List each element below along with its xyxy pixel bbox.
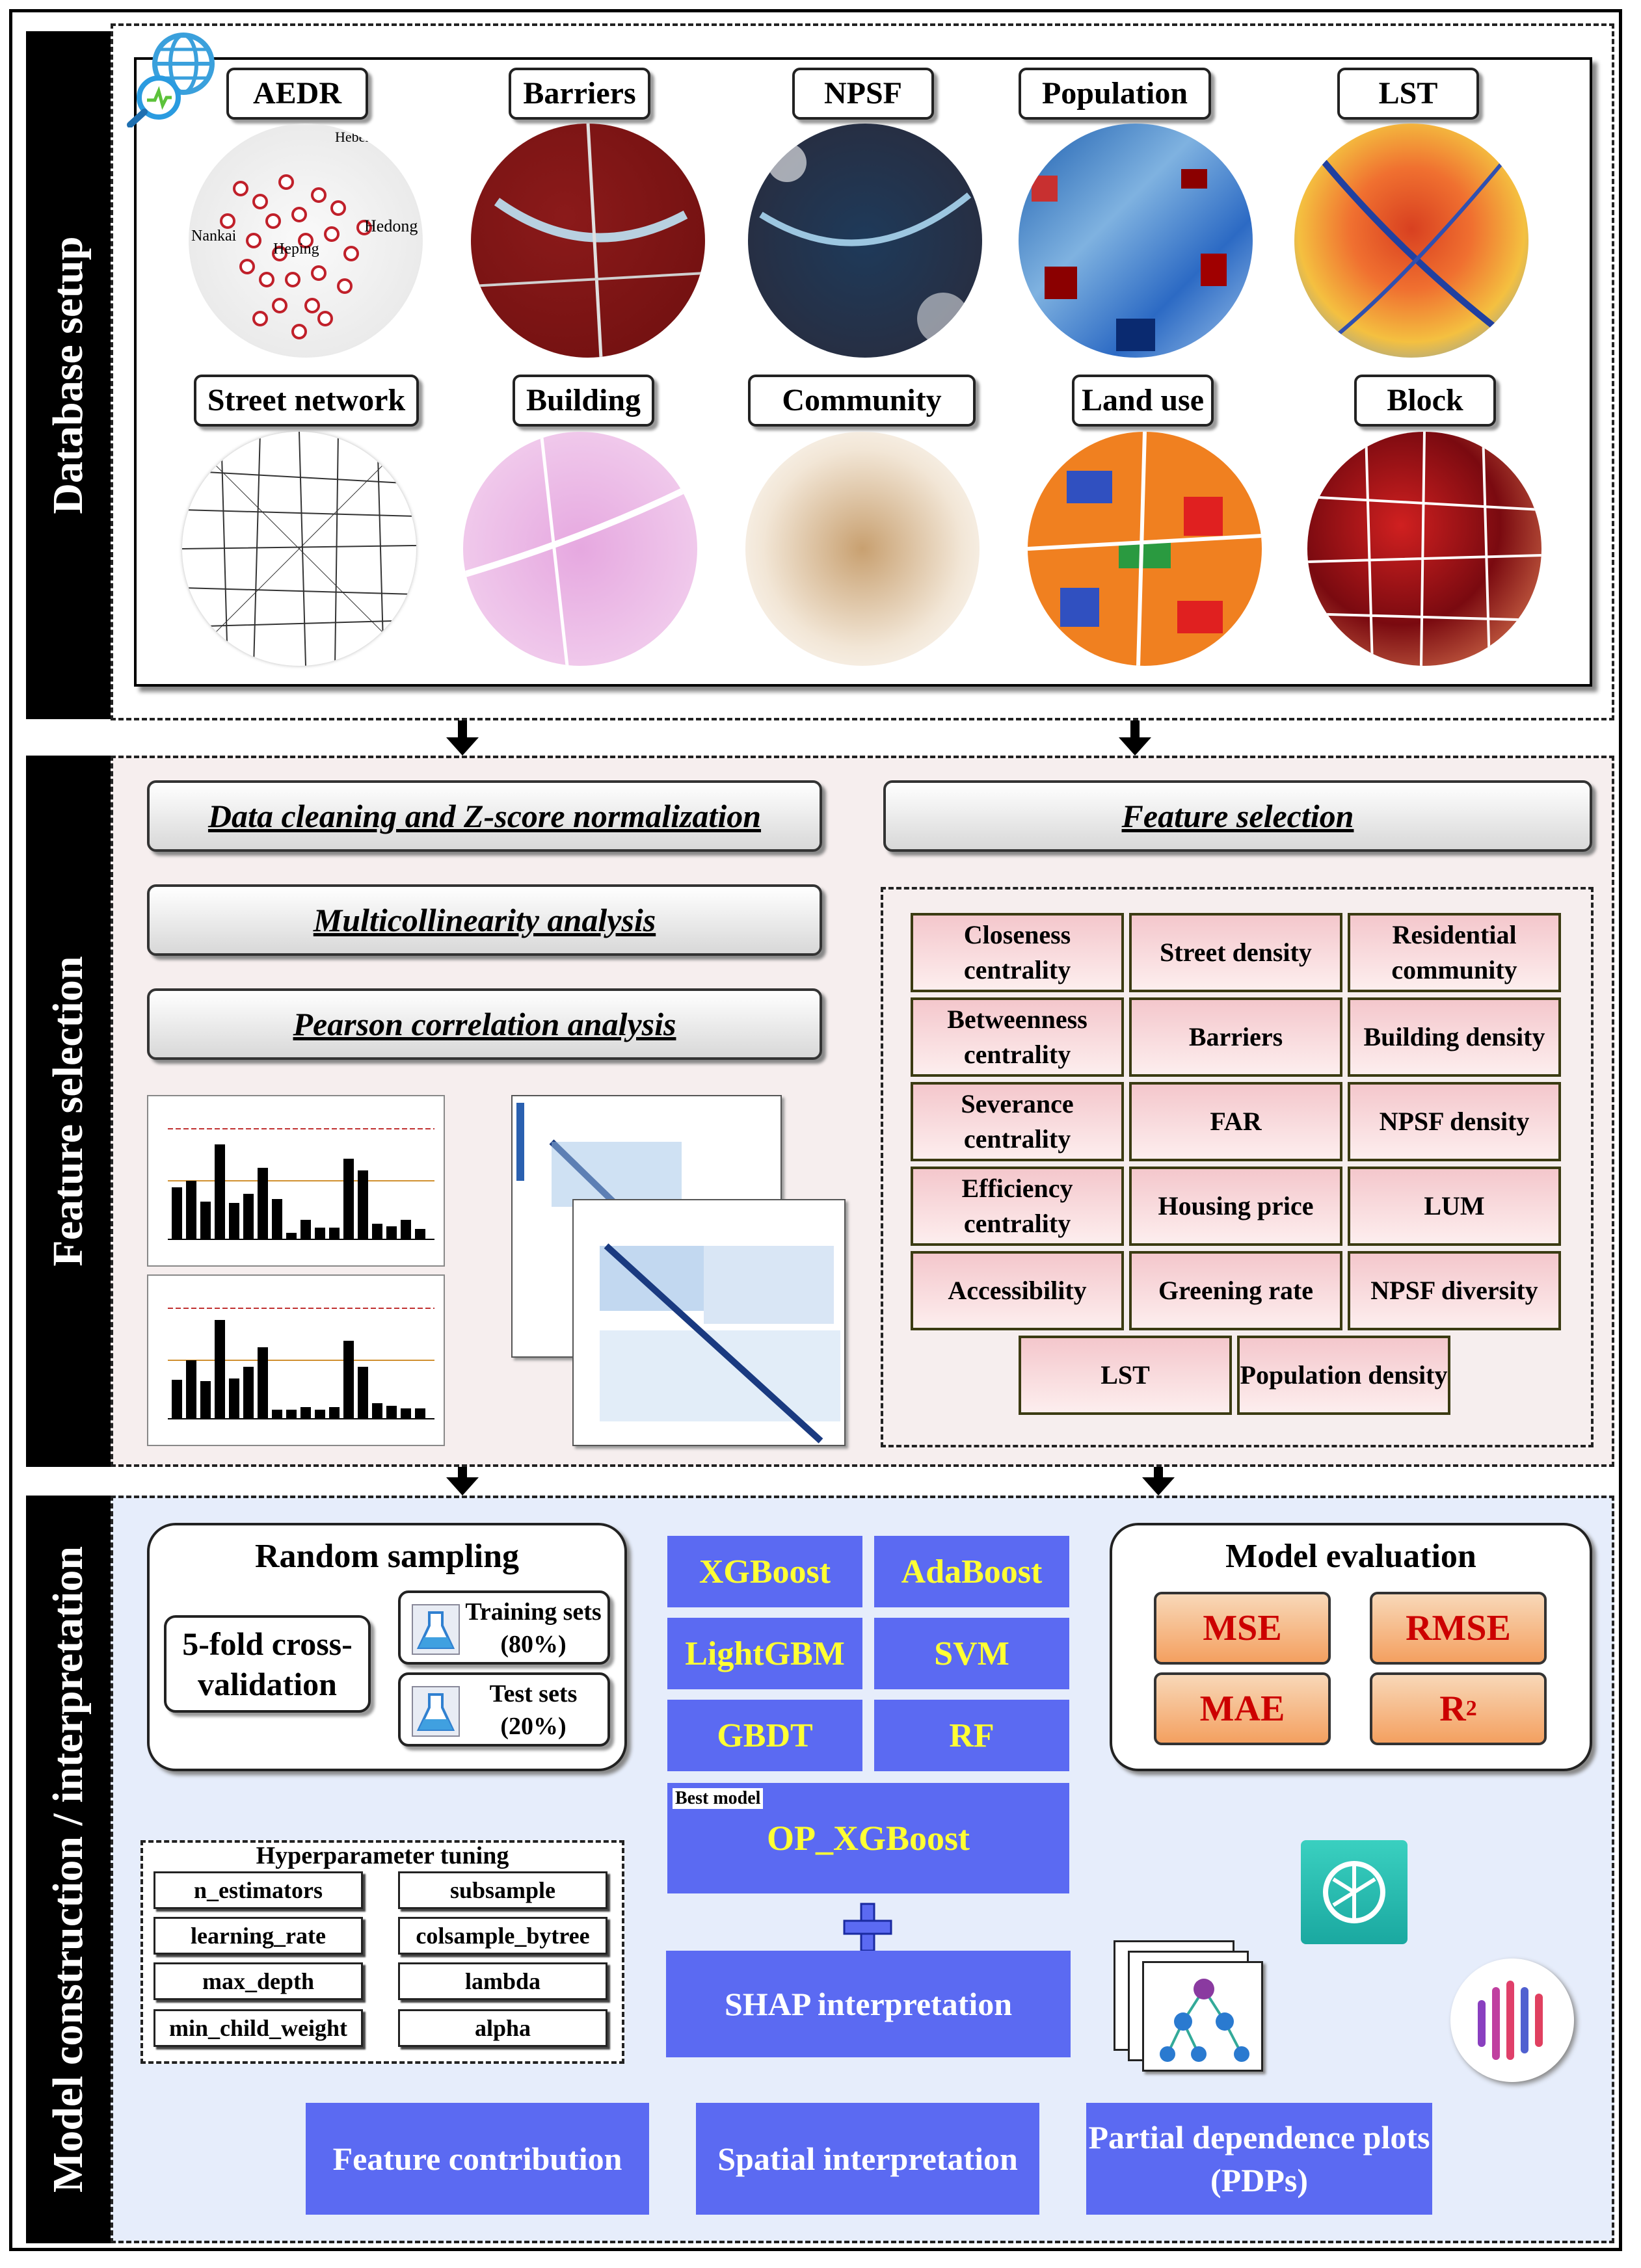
decision-tree-icon (1142, 1961, 1263, 2072)
param-subsample: subsample (398, 1871, 607, 1909)
vif-chart-1 (147, 1095, 445, 1267)
model-adaboost: AdaBoost (874, 1536, 1069, 1607)
feature-severance-centrality: Severance centrality (911, 1082, 1124, 1161)
database-panel (111, 23, 1614, 720)
land-use-map (1028, 432, 1262, 666)
side-bar-model: Model construction / interpretation (26, 1496, 111, 2243)
random-sampling-title: Random sampling (255, 1538, 519, 1575)
metric-rmse: RMSE (1370, 1592, 1547, 1665)
output-feature-contribution: Feature contribution (306, 2103, 649, 2215)
layer-label-building: Building (513, 375, 654, 427)
layer-label-community: Community (748, 375, 976, 427)
correlation-heatmap-front (572, 1199, 846, 1446)
model-rf: RF (874, 1700, 1069, 1771)
aedr-label-nankai: Nankai (191, 228, 237, 244)
model-gbdt: GBDT (667, 1700, 862, 1771)
metric-mae: MAE (1154, 1672, 1331, 1745)
output-spatial-interpretation: Spatial interpretation (696, 2103, 1039, 2215)
multicollinearity-step: Multicollinearity analysis (147, 884, 822, 956)
output-pdps: Partial dependence plots (PDPs) (1086, 2103, 1432, 2215)
aedr-label-heping: Heping (273, 241, 319, 257)
pearson-step: Pearson correlation analysis (147, 988, 822, 1060)
aedr-label-hedong: Hedong (364, 217, 418, 235)
cross-validation-box: 5-fold cross-validation (164, 1615, 371, 1713)
feature-closeness-centrality: Closeness centrality (911, 913, 1124, 992)
npsf-map (748, 124, 982, 358)
best-model-box: Best model OP_XGBoost (667, 1783, 1069, 1893)
training-sets-box: Training sets(80%) (398, 1590, 610, 1665)
feature-population-density: Population density (1237, 1336, 1450, 1415)
best-model-tag: Best model (673, 1788, 764, 1809)
param-lambda: lambda (398, 1962, 607, 2000)
plus-icon (843, 1903, 892, 1952)
aedr-map: Hebei Nankai Hedong Heping (189, 124, 423, 358)
param-min-child-weight: min_child_weight (153, 2009, 363, 2047)
feature-selection-step: Feature selection (883, 780, 1592, 852)
layer-label-lst: LST (1337, 68, 1479, 120)
metric-mse: MSE (1154, 1592, 1331, 1665)
building-map (463, 432, 697, 666)
feature-building-density: Building density (1348, 997, 1561, 1077)
feature-residential-community: Residential community (1348, 913, 1561, 992)
test-sets-label: Test sets(20%) (489, 1680, 578, 1740)
shap-interpretation-box: SHAP interpretation (666, 1951, 1071, 2057)
layer-label-aedr: AEDR (226, 68, 368, 120)
lst-map (1294, 124, 1528, 358)
model-lightgbm: LightGBM (667, 1618, 862, 1689)
feature-street-density: Street density (1129, 913, 1342, 992)
figure-frame (9, 9, 1622, 2251)
feature-grid-box (881, 887, 1594, 1447)
layer-label-npsf: NPSF (792, 68, 934, 120)
layer-label-population: Population (1019, 68, 1211, 120)
block-map (1307, 432, 1541, 666)
feature-lst: LST (1019, 1336, 1232, 1415)
layer-label-land-use: Land use (1072, 375, 1214, 427)
model-xgboost: XGBoost (667, 1536, 862, 1607)
feature-npsf-density: NPSF density (1348, 1082, 1561, 1161)
side-bar-feature: Feature selection (26, 756, 111, 1467)
ai-brain-icon (1301, 1840, 1408, 1944)
database-globe-icon (127, 33, 215, 127)
param-n-estimators: n_estimators (153, 1871, 363, 1909)
flask-icon (412, 1686, 460, 1737)
barriers-map (471, 124, 705, 358)
feature-accessibility: Accessibility (911, 1251, 1124, 1330)
feature-betweenness-centrality: Betweenness centrality (911, 997, 1124, 1077)
population-map (1019, 124, 1253, 358)
flask-icon (412, 1604, 460, 1655)
feature-barriers: Barriers (1129, 997, 1342, 1077)
hyperparameter-title: Hyperparameter tuning (256, 1842, 509, 1869)
shap-logo-icon (1450, 1958, 1574, 2082)
feature-housing-price: Housing price (1129, 1167, 1342, 1246)
side-bar-database: Database setup (26, 31, 111, 719)
training-sets-label: Training sets(80%) (465, 1598, 602, 1658)
feature-npsf-diversity: NPSF diversity (1348, 1251, 1561, 1330)
layer-label-block: Block (1354, 375, 1496, 427)
model-svm: SVM (874, 1618, 1069, 1689)
param-colsample-bytree: colsample_bytree (398, 1917, 607, 1955)
feature-lum: LUM (1348, 1167, 1561, 1246)
street-network-map (182, 432, 416, 666)
test-sets-box: Test sets(20%) (398, 1672, 610, 1747)
vif-chart-2 (147, 1274, 445, 1446)
cleaning-step: Data cleaning and Z-score normalization (147, 780, 822, 852)
param-learning-rate: learning_rate (153, 1917, 363, 1955)
best-model-name: OP_XGBoost (766, 1819, 970, 1858)
layer-label-street-network: Street network (194, 375, 419, 427)
feature-far: FAR (1129, 1082, 1342, 1161)
feature-efficiency-centrality: Efficiency centrality (911, 1167, 1124, 1246)
param-max-depth: max_depth (153, 1962, 363, 2000)
feature-greening-rate: Greening rate (1129, 1251, 1342, 1330)
community-map (745, 432, 980, 666)
model-evaluation-title: Model evaluation (1225, 1538, 1476, 1575)
layer-label-barriers: Barriers (509, 68, 650, 120)
param-alpha: alpha (398, 2009, 607, 2047)
